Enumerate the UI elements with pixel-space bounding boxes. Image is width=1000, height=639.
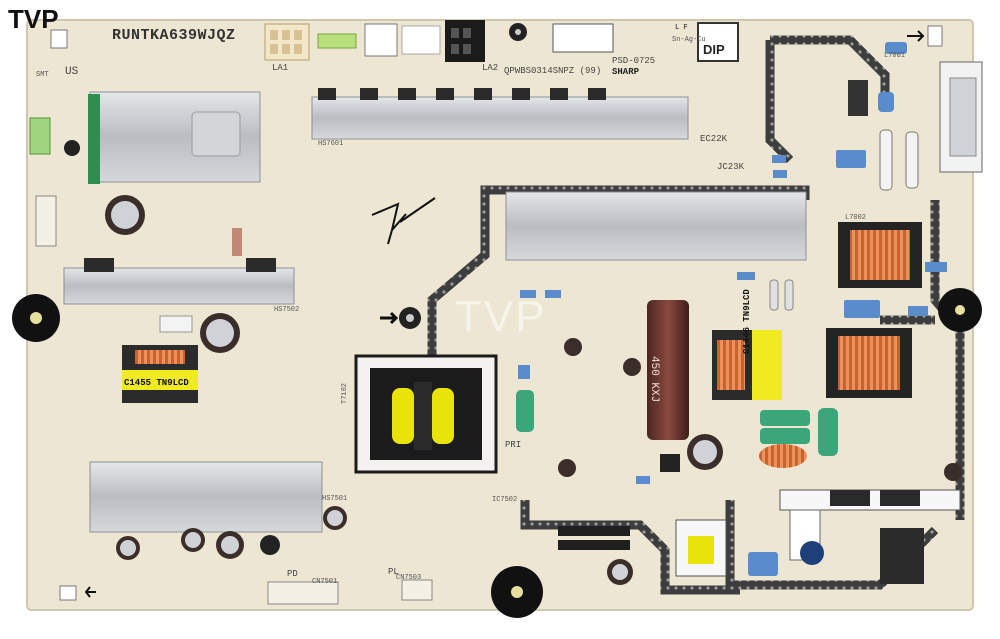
capacitor-main-450v: [647, 300, 689, 440]
hs7501-label: HS7501: [322, 495, 348, 503]
pl-label: PL: [388, 567, 399, 577]
film-cap-green: [516, 390, 534, 432]
maker-label: SHARP: [612, 67, 640, 77]
solder-label: Sn-Ag-Cu: [672, 36, 706, 44]
watermark-center: TVP: [455, 292, 547, 341]
dip-label: DIP: [703, 42, 725, 57]
lf-label: L F: [675, 24, 688, 32]
transformer-left-label: C1455 TN9LCD: [124, 378, 189, 388]
heatsink-hs7502: [63, 267, 295, 305]
watermark-corner: TVP: [8, 4, 59, 34]
la1-label: LA1: [272, 63, 289, 73]
cn7501-label: CN7501: [312, 578, 338, 586]
la2-label: LA2: [482, 63, 499, 73]
t7102-label: T7102: [341, 382, 349, 404]
capacitor-main-label: 450 KXJ: [648, 356, 660, 403]
l7002-label: L7002: [845, 214, 867, 222]
cn7503-label: CN7503: [396, 574, 422, 582]
heatsink-hs7501: [89, 461, 323, 533]
connector-cn7606: [264, 23, 310, 61]
l7001-label: L7001: [884, 52, 906, 60]
connector-left-edge: [29, 117, 51, 155]
relay: [880, 528, 924, 584]
pri-label: PRI: [505, 440, 522, 450]
hs7601-label: HS7601: [318, 140, 344, 148]
hs7502-label: HS7502: [274, 306, 300, 314]
trace-right-loop: [765, 35, 890, 164]
us-label: US: [65, 66, 79, 78]
fuse-f7001: [317, 33, 357, 49]
psd-code: PSD-0725: [612, 56, 656, 66]
connector-cn7607: [445, 20, 485, 62]
ec-code: EC22K: [700, 134, 728, 144]
pd-label: PD: [287, 569, 298, 579]
handwritten-signature: [371, 197, 436, 245]
ic7502-label: IC7502: [492, 496, 518, 504]
jc-code: JC23K: [717, 162, 745, 172]
model-code: QPWBS0314SNPZ (99): [504, 66, 602, 76]
transformer-right-label: C1446 TN9LCD: [742, 289, 752, 354]
smt-label: SMT: [36, 71, 49, 79]
heatsink-center: [505, 191, 807, 261]
heatsink-hs7601: [311, 96, 689, 140]
part-number: RUNTKA639WJQZ: [112, 27, 236, 44]
dip-label-box: DIP: [697, 22, 739, 62]
